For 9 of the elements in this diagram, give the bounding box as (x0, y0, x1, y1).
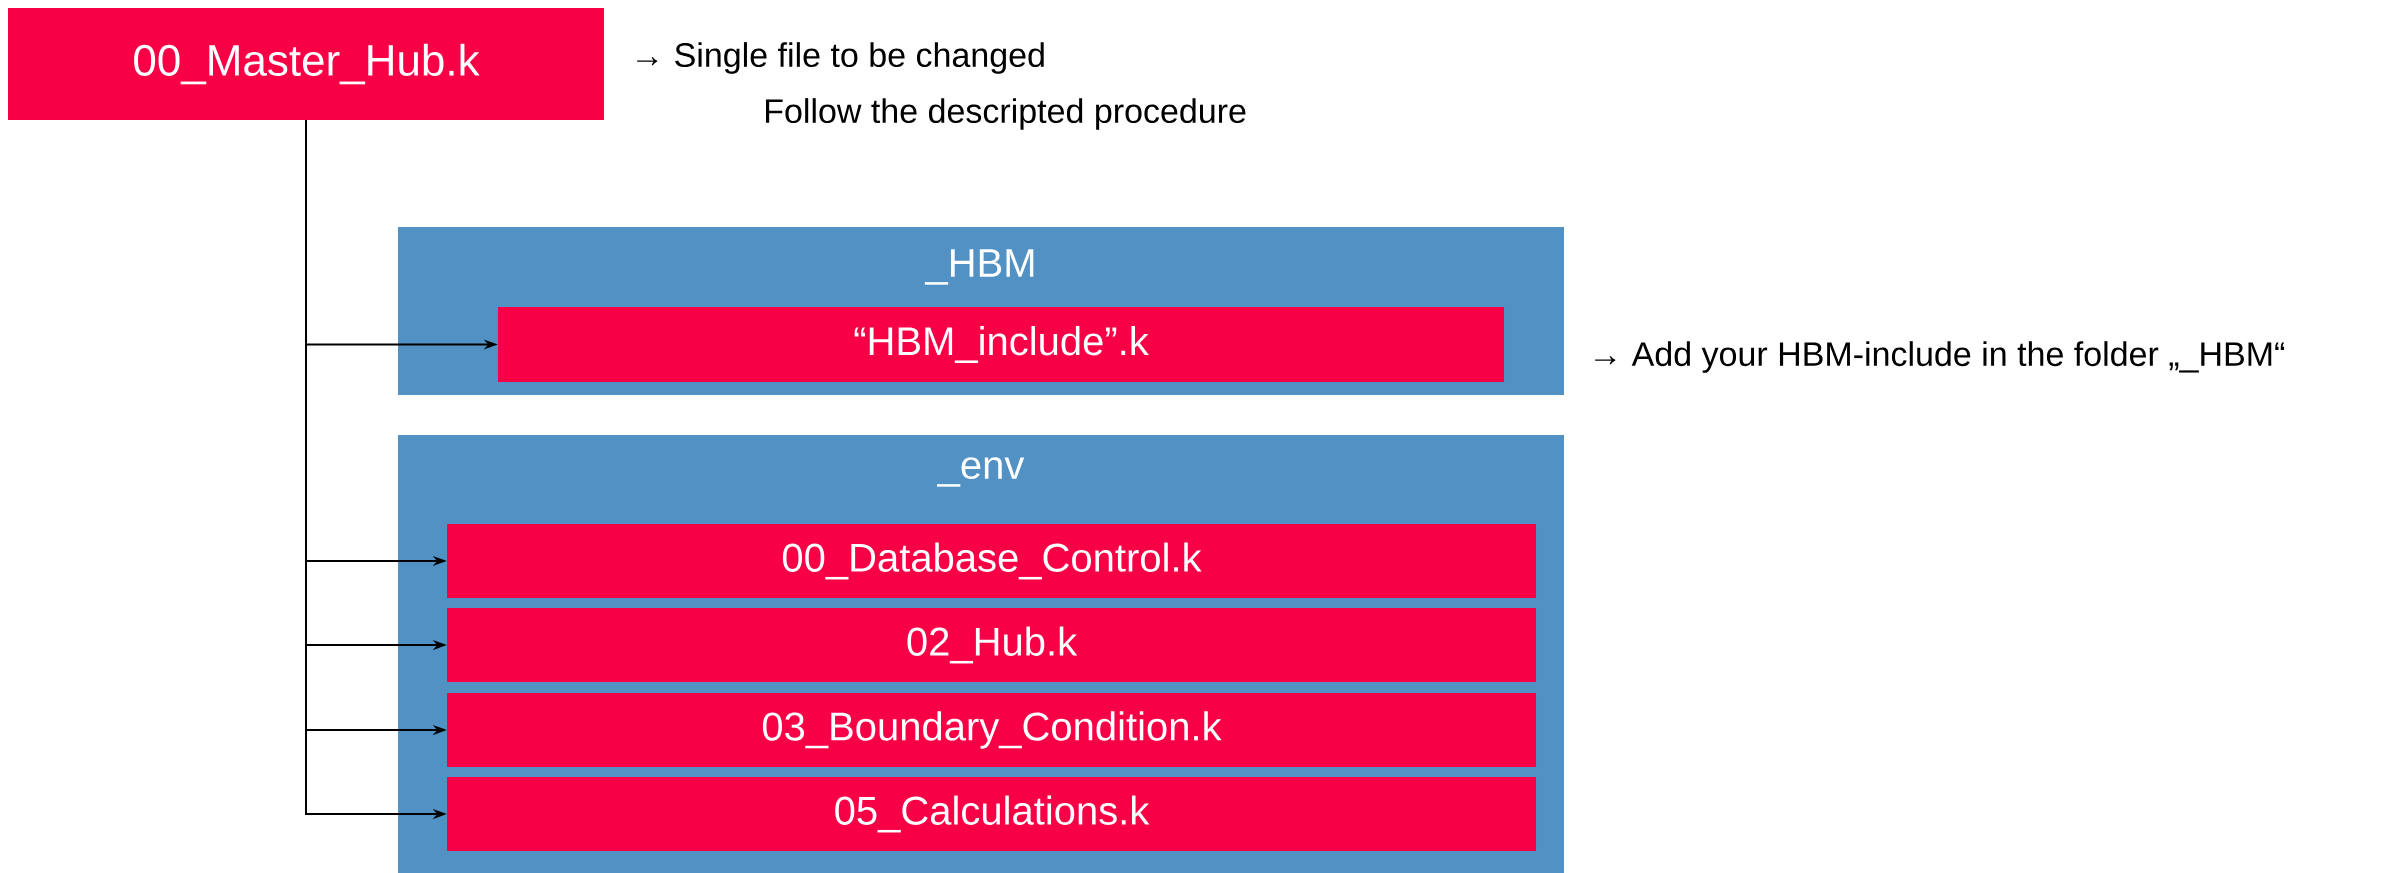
file-box: 00_Master_Hub.k (8, 8, 604, 120)
file-box: 05_Calculations.k (447, 777, 1536, 851)
file-box: 00_Database_Control.k (447, 524, 1536, 598)
annotation-text: → Add your HBM-include in the folder „_HBM“ (1595, 341, 2285, 373)
file-box: “HBM_include”.k (498, 307, 1504, 382)
annotation-text: Follow the descripted procedure (766, 98, 1246, 130)
file-box: 02_Hub.k (447, 608, 1536, 682)
annotation-text: → Single file to be changed (637, 42, 1044, 74)
file-box: 03_Boundary_Condition.k (447, 693, 1536, 767)
